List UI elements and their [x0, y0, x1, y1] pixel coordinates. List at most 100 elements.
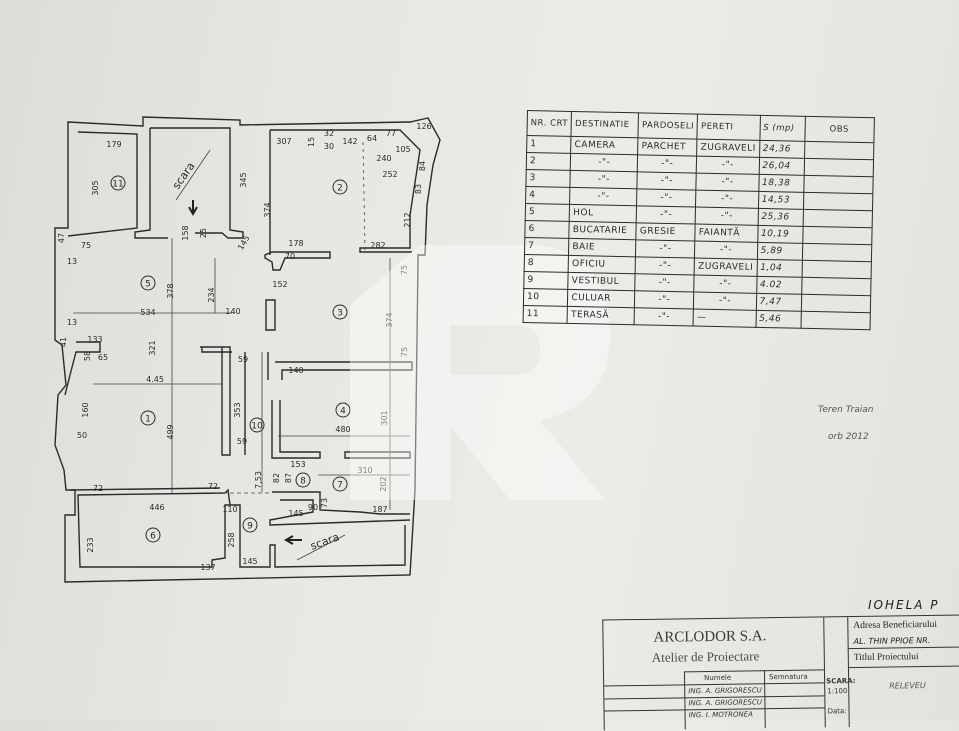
- header-pereti: PERETI: [697, 114, 760, 141]
- dimension-label: 374: [385, 312, 394, 327]
- room-number-label: 9: [247, 522, 253, 532]
- table-cell: —: [693, 309, 756, 328]
- dimension-label: 75: [81, 241, 91, 250]
- dimension-label: 73: [320, 498, 329, 508]
- dimension-label: 137: [200, 563, 215, 572]
- room-number-label: 11: [112, 180, 123, 190]
- project-title-label: Titlul Proiectului: [853, 652, 919, 664]
- table-cell: GRESIE: [636, 222, 696, 242]
- names-header: Numele: [704, 673, 732, 683]
- table-cell: -"-: [570, 153, 638, 172]
- scale-label: SCARA:: [826, 676, 856, 686]
- header-destinatie: DESTINATIE: [571, 111, 639, 138]
- room-number-7: 7: [332, 476, 348, 492]
- dimension-label: 499: [166, 424, 175, 439]
- dimension-label: 64: [367, 134, 377, 143]
- table-cell: FAIANTĂ: [695, 224, 758, 243]
- dimension-label: 233: [86, 537, 95, 552]
- table-cell: 9: [523, 271, 569, 290]
- stair-label: scara: [170, 160, 198, 192]
- dimension-label: 77: [386, 129, 396, 138]
- arrow-down-icon: [188, 200, 198, 217]
- table-cell: [801, 260, 871, 279]
- dimension-label: 212: [403, 212, 412, 227]
- dimension-label: 145: [236, 234, 251, 252]
- table-cell: -"-: [634, 290, 695, 310]
- table-cell: 6: [524, 220, 570, 239]
- table-cell: BUCATARIE: [569, 221, 637, 240]
- dimension-label: 65: [98, 353, 108, 362]
- table-cell: ZUGRAVELI: [694, 258, 757, 277]
- room-number-4: 4: [335, 402, 351, 418]
- dimension-label: 4.45: [146, 375, 164, 384]
- room-number-9: 9: [242, 517, 258, 533]
- dimension-label: 59: [237, 437, 247, 446]
- table-cell: 5: [525, 203, 570, 222]
- room-circle: [145, 527, 161, 543]
- dimension-label: 252: [382, 170, 397, 179]
- dimension-label: 58: [83, 351, 92, 361]
- dimension-label: 374: [263, 202, 272, 217]
- table-cell: -"-: [694, 275, 757, 294]
- table-cell: -"-: [637, 154, 697, 174]
- title-block: ARCLODOR S.A. Atelier de Proiectare Nume…: [602, 614, 959, 731]
- room-number-label: 2: [337, 184, 343, 194]
- dimension-label: 305: [91, 180, 100, 195]
- header-pardoseli: PARDOSELI: [638, 112, 698, 140]
- dimension-label: 70: [285, 252, 295, 261]
- table-cell: TERASĂ: [567, 306, 635, 325]
- dimension-label: 282: [370, 241, 385, 250]
- dimension-label: 480: [335, 425, 350, 434]
- address-label: Adresa Beneficiarului: [853, 619, 938, 632]
- dimension-label: 25: [199, 228, 208, 238]
- table-cell: 24,36: [759, 140, 805, 159]
- table-cell: 4: [525, 186, 571, 205]
- firm-name: ARCLODOR S.A.: [653, 628, 767, 646]
- table-cell: [802, 209, 873, 228]
- arrow-left-icon: [283, 535, 302, 545]
- dimension-label: 446: [149, 503, 164, 512]
- dimension-label: 152: [272, 280, 287, 289]
- stair-label: scara: [309, 530, 341, 552]
- dimension-label: 310: [357, 466, 372, 475]
- table-cell: -"-: [569, 187, 638, 206]
- room-number-label: 10: [251, 422, 263, 432]
- table-cell: -"-: [570, 170, 638, 189]
- dimension-label: 187: [372, 505, 387, 514]
- table-cell: ZUGRAVELI: [696, 139, 760, 158]
- dimension-label: 234: [207, 287, 216, 302]
- designer-name: ING. I. MOTRONEA: [688, 710, 753, 720]
- handwritten-note: orb 2012: [828, 432, 869, 442]
- table-cell: -"-: [695, 190, 759, 209]
- table-cell: -"-: [635, 273, 695, 293]
- table-cell: -"-: [696, 173, 759, 192]
- dimension-label: 145: [288, 509, 303, 518]
- dimension-label: 345: [239, 172, 248, 187]
- project-title-value: RELEVEU: [889, 681, 926, 691]
- dimension-label: 47: [57, 233, 66, 243]
- table-cell: 5,46: [755, 310, 801, 329]
- table-cell: OFICIU: [568, 255, 636, 274]
- header-suprafata: S (mp): [759, 115, 805, 142]
- room-circle: [242, 517, 258, 533]
- dimension-lines: [73, 141, 410, 561]
- room-circle: [140, 410, 156, 426]
- table-cell: -"-: [637, 171, 697, 191]
- header-obs: OBS: [804, 116, 874, 143]
- table-cell: VESTIBUL: [568, 272, 636, 291]
- dimension-label: 105: [395, 145, 410, 154]
- table-cell: [801, 277, 871, 296]
- table-cell: -"-: [635, 239, 696, 259]
- dimension-label: 153: [290, 460, 305, 469]
- room-number-6: 6: [145, 527, 161, 543]
- dimension-label: 59: [238, 355, 248, 364]
- room-number-label: 4: [340, 407, 346, 417]
- dimension-label: 353: [233, 402, 242, 417]
- dimension-label: 179: [106, 140, 121, 149]
- dimension-label: 133: [87, 335, 102, 344]
- designer-name: ING. A. GRIGORESCU: [688, 698, 763, 708]
- table-cell: 8: [524, 254, 569, 273]
